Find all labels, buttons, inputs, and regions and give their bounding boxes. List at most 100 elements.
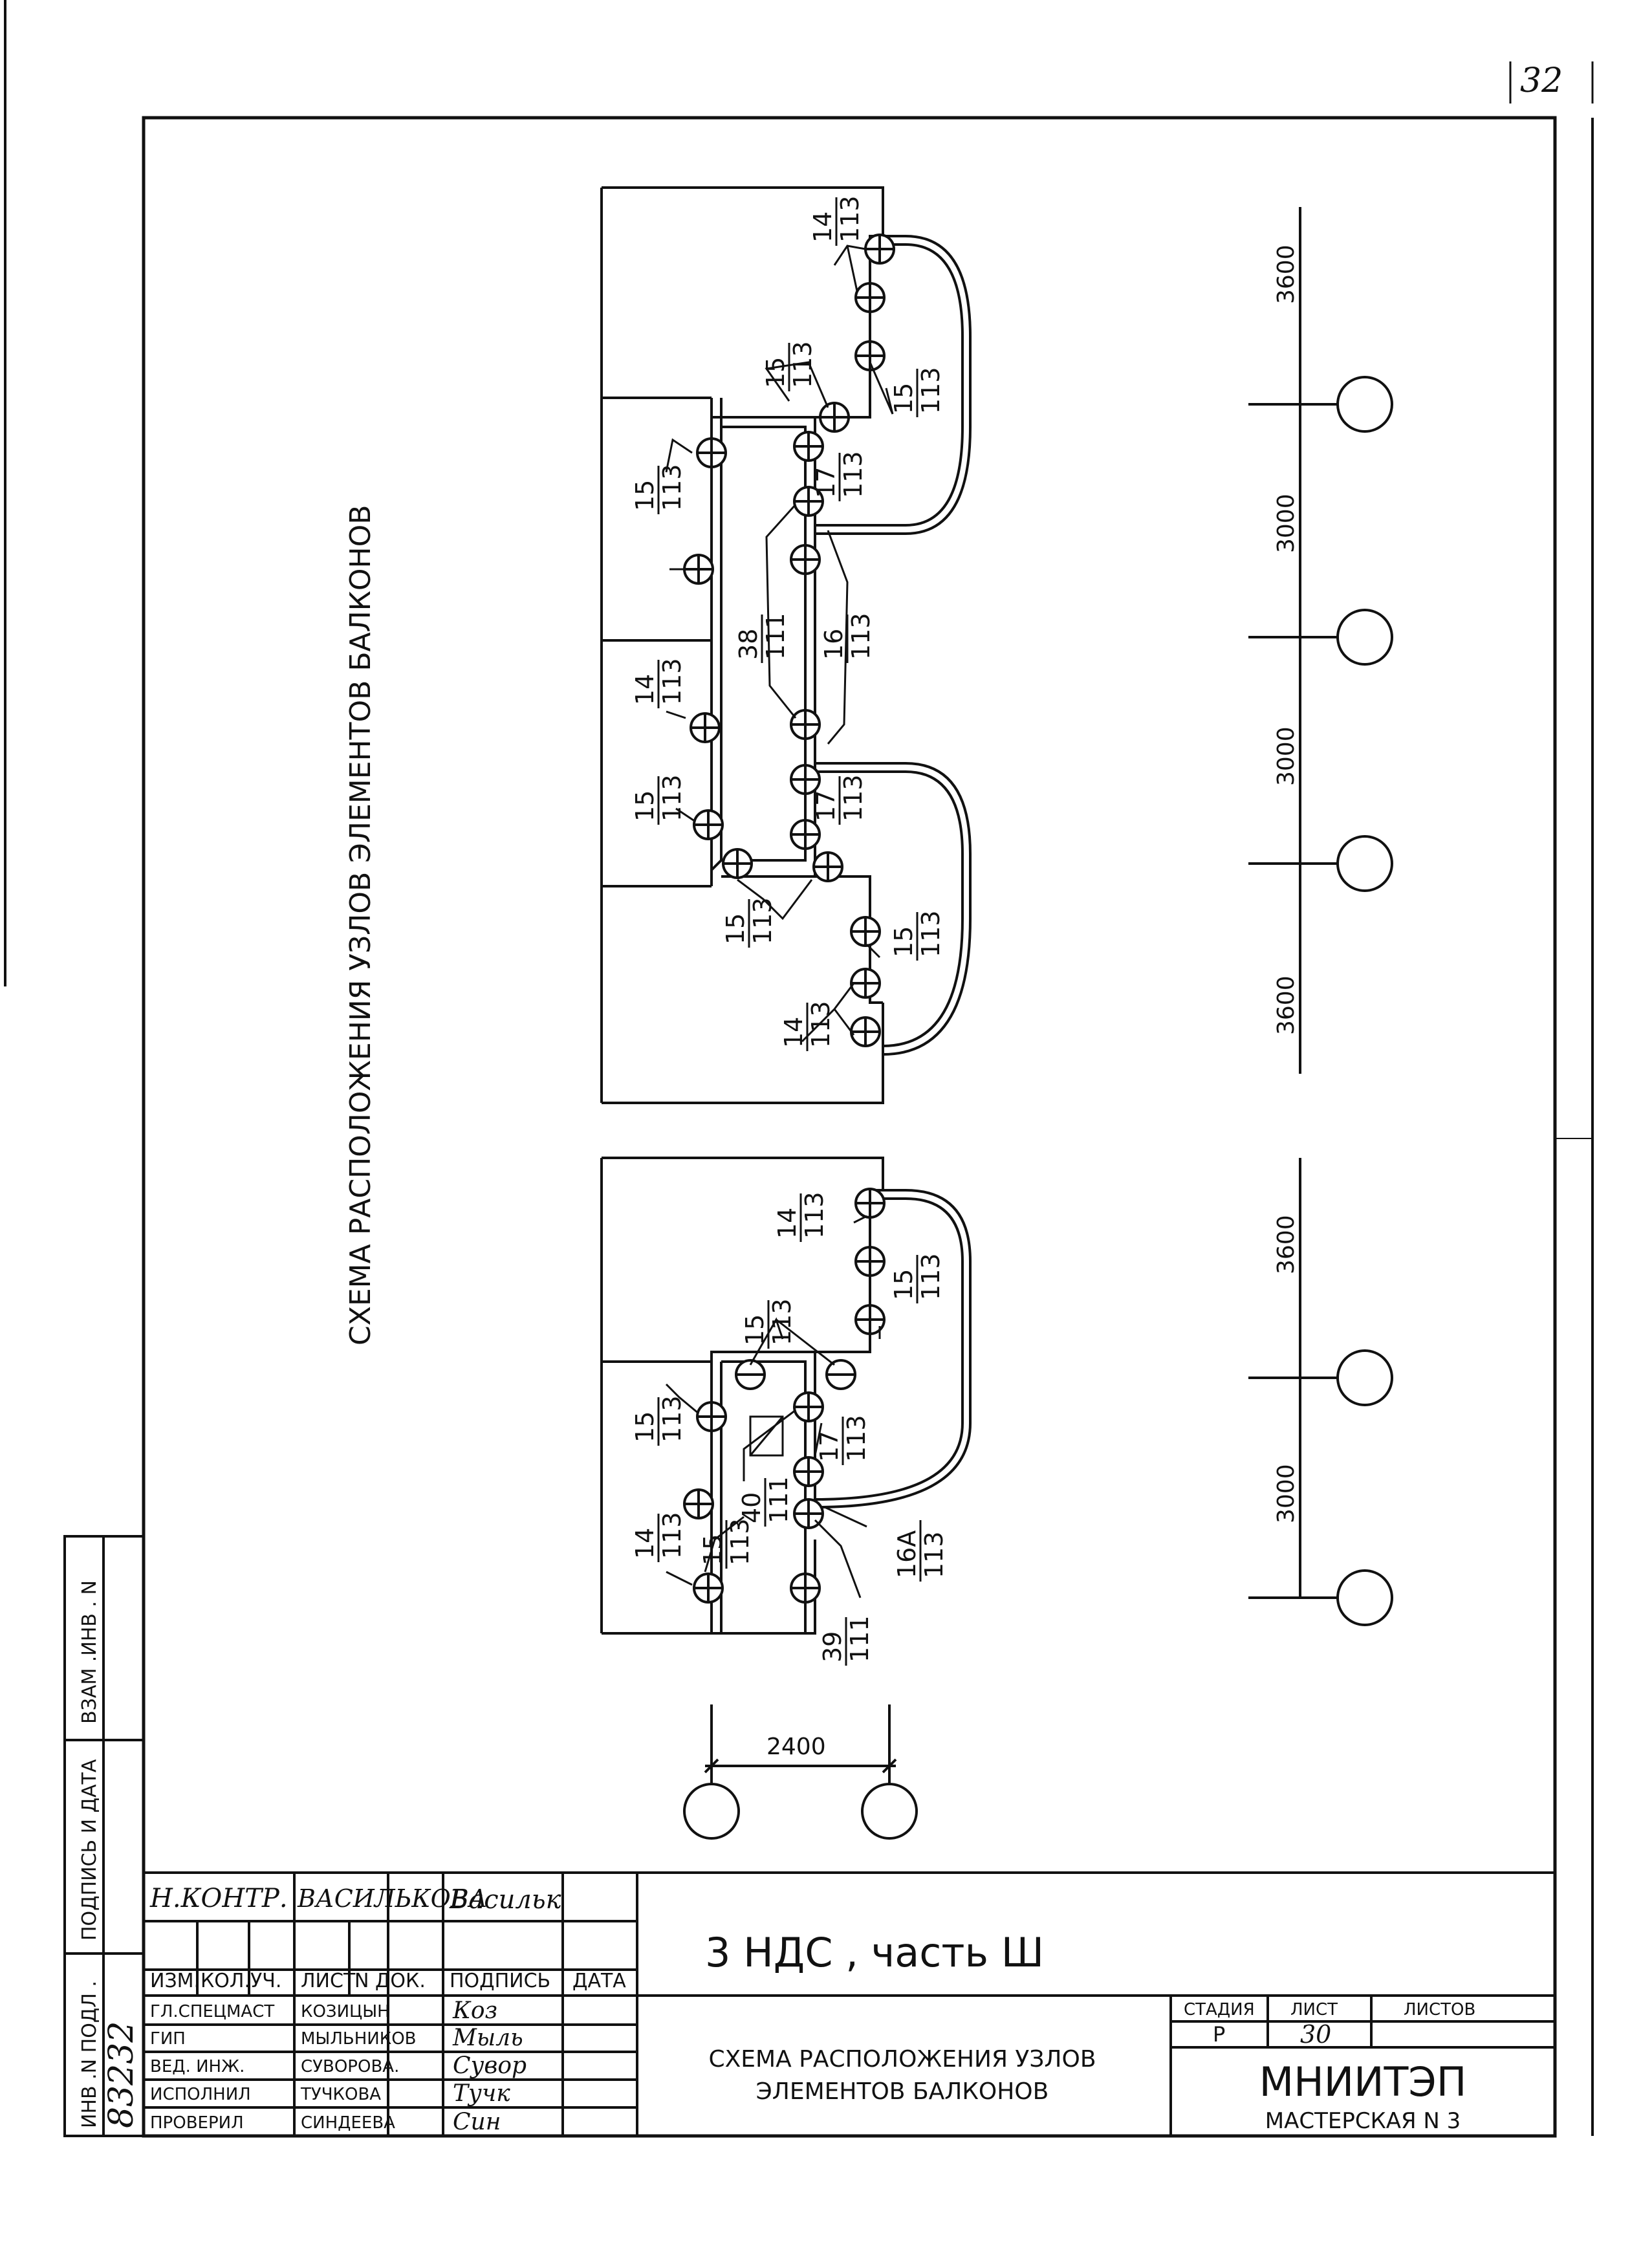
callout-num: 15 (631, 1411, 659, 1442)
hdr-izm: ИЗМ. (150, 1970, 200, 1992)
dim-3600-lower: 3600 (1273, 1215, 1299, 1274)
row-name: МЫЛЬНИКОВ (301, 2029, 417, 2049)
callout-den: 113 (847, 613, 875, 660)
hdr-podpis: ПОДПИСЬ (450, 1970, 550, 1992)
callout-den: 113 (839, 451, 867, 498)
callout-num: 16А (893, 1530, 921, 1578)
workshop: МАСТЕРСКАЯ N 3 (1265, 2108, 1461, 2134)
callout-num: 15 (699, 1534, 727, 1565)
sheet-value: 30 (1300, 2020, 1331, 2049)
callout-num: 16 (820, 629, 848, 660)
dim-3000-lower: 3000 (1273, 1464, 1299, 1523)
hdr-n-dok: N ДОК. (354, 1970, 426, 1992)
row-sign: Син (453, 2109, 501, 2135)
callout-num: 15 (631, 790, 659, 822)
sheet-label: ЛИСТ (1290, 2000, 1338, 2019)
callout-den: 113 (917, 1253, 945, 1300)
dim-3600-top: 3600 (1273, 245, 1299, 304)
side-inv-podl: ИНВ .N ПОДЛ . (78, 1981, 101, 2128)
callout-num: 17 (812, 467, 840, 498)
callout-den: 111 (765, 1476, 793, 1523)
callout-num: 15 (631, 480, 659, 511)
callout-num: 14 (779, 1017, 808, 1048)
sheet-title-line1: СХЕМА РАСПОЛОЖЕНИЯ УЗЛОВ (708, 2046, 1096, 2073)
callout-den: 113 (658, 658, 686, 705)
callout-den: 111 (845, 1615, 874, 1662)
callout-den: 113 (788, 341, 817, 388)
callout-den: 113 (658, 774, 686, 822)
callout-den: 113 (920, 1531, 948, 1578)
row-sign: Сувор (453, 2052, 527, 2079)
row-sign: Коз (452, 1997, 497, 2024)
stage-label: СТАДИЯ (1184, 2000, 1255, 2019)
dim-3000-mid: 3000 (1273, 726, 1299, 786)
row-role: ВЕД. ИНЖ. (150, 2057, 245, 2076)
callout-num: 17 (812, 790, 840, 822)
callout-den: 113 (807, 1001, 835, 1048)
side-podpis-data: ПОДПИСЬ И ДАТА (78, 1759, 101, 1941)
callout-den: 113 (800, 1192, 829, 1239)
hdr-list: ЛИСТ (301, 1970, 356, 1992)
callout-den: 113 (842, 1415, 871, 1462)
callout-num: 38 (734, 629, 763, 660)
title-block-grid (142, 1871, 1556, 2137)
callout-num: 14 (809, 212, 837, 243)
row-name: СИНДЕЕВА (301, 2113, 395, 2133)
project-name: 3 НДС , часть Ш (705, 1929, 1044, 1976)
page-number: 32 (1520, 61, 1563, 100)
row-sign: Тучк (453, 2080, 510, 2107)
dim-3600-bottom: 3600 (1273, 975, 1299, 1035)
callout-num: 15 (741, 1314, 769, 1345)
callout-num: 15 (889, 1269, 918, 1300)
callout-den: 113 (836, 195, 864, 243)
callout-num: 14 (631, 1528, 659, 1559)
row-role: ГИП (150, 2029, 186, 2049)
sheet-title-line2: ЭЛЕМЕНТОВ БАЛКОНОВ (756, 2078, 1049, 2105)
row-name: СУВОРОВА. (301, 2057, 399, 2076)
row-role: ГЛ.СПЕЦМАСТ (150, 2002, 274, 2021)
row-name: ТУЧКОВА (300, 2085, 381, 2104)
dim-3000-upper: 3000 (1273, 494, 1299, 553)
axis-marks (683, 207, 1393, 1840)
callout-den: 113 (839, 774, 867, 822)
callout-num: 14 (773, 1208, 801, 1239)
callout-num: 15 (761, 357, 790, 388)
callout-den: 113 (917, 910, 945, 957)
callout-num: 17 (815, 1431, 843, 1462)
callout-den: 113 (768, 1298, 796, 1345)
side-stamp (63, 1535, 145, 2137)
n-kontr-label: Н.КОНТР. (149, 1884, 288, 1913)
callout-den: 113 (917, 367, 945, 414)
n-kontr-sign: Васильк (449, 1885, 561, 1915)
hdr-kol-uch: КОЛ.УЧ. (201, 1970, 281, 1992)
callout-num: 15 (889, 383, 918, 414)
callout-den: 113 (748, 897, 777, 944)
row-sign: Мыль (452, 2025, 523, 2051)
side-vzam-inv: ВЗАМ .ИНВ . N (78, 1580, 101, 1724)
node-symbols (683, 234, 895, 1604)
sheets-label: ЛИСТОВ (1404, 2000, 1475, 2019)
callout-num: 39 (818, 1631, 847, 1662)
callout-den: 113 (658, 1395, 686, 1442)
dim-2400: 2400 (766, 1734, 826, 1760)
callout-den: 113 (658, 1512, 686, 1559)
row-role: ПРОВЕРИЛ (150, 2113, 244, 2133)
hdr-data: ДАТА (572, 1970, 626, 1992)
callout-num: 15 (721, 913, 750, 944)
leader-lines (665, 245, 894, 1598)
n-kontr-name: ВАСИЛЬКОВА (297, 1884, 488, 1913)
callout-den: 113 (658, 464, 686, 511)
organization: МНИИТЭП (1259, 2058, 1467, 2106)
callouts: 14 113 15 113 15 113 15 113 17 113 38 11… (631, 195, 948, 1666)
drawing-title: СХЕМА РАСПОЛОЖЕНИЯ УЗЛОВ ЭЛЕМЕНТОВ БАЛКО… (344, 505, 377, 1345)
callout-num: 15 (889, 926, 918, 957)
callout-den: 111 (761, 613, 790, 660)
side-inv-value: 83232 (102, 2021, 141, 2128)
row-role: ИСПОЛНИЛ (150, 2085, 251, 2104)
row-name: КОЗИЦЫН (301, 2002, 390, 2021)
callout-num: 14 (631, 674, 659, 705)
stage-value: Р (1213, 2022, 1225, 2047)
callout-num: 40 (737, 1492, 766, 1523)
callout-den: 113 (726, 1518, 754, 1565)
